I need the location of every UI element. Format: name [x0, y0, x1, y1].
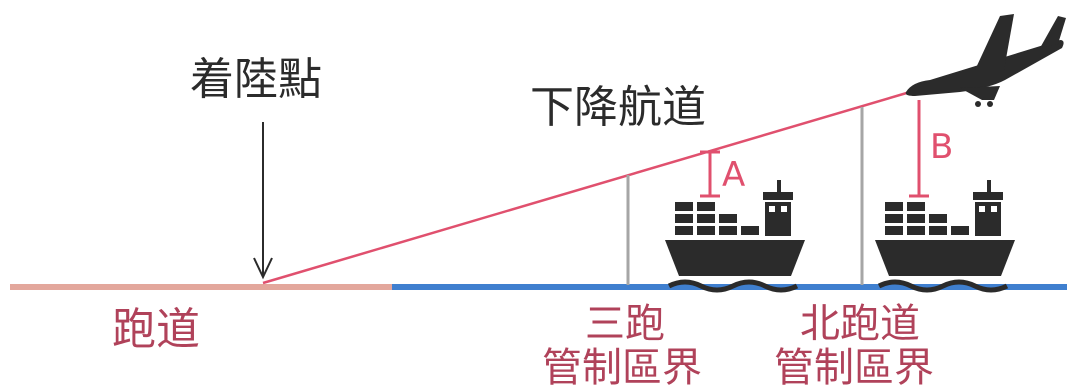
container-ship-icon: [875, 180, 1015, 290]
clearance-b-label: B: [930, 127, 954, 167]
zone-a-label-line1: 三跑: [585, 301, 665, 347]
glide-path-label: 下降航道: [530, 82, 706, 133]
clearance-a-label: A: [722, 155, 746, 195]
airplane-icon: [905, 14, 1066, 107]
glide-path-line: [262, 90, 911, 285]
zone-b-label-line2: 管制區界: [774, 345, 934, 391]
zone-a-label-line2: 管制區界: [542, 345, 702, 391]
touchdown-arrow: [253, 122, 273, 280]
zone-b-label-line1: 北跑道: [800, 301, 920, 347]
clearance-b-marker: [909, 100, 929, 198]
runway-label: 跑道: [112, 304, 200, 355]
clearance-a-marker: [700, 150, 720, 198]
container-ship-icon: [665, 180, 805, 290]
touchdown-point-label: 着陸點: [190, 54, 322, 105]
